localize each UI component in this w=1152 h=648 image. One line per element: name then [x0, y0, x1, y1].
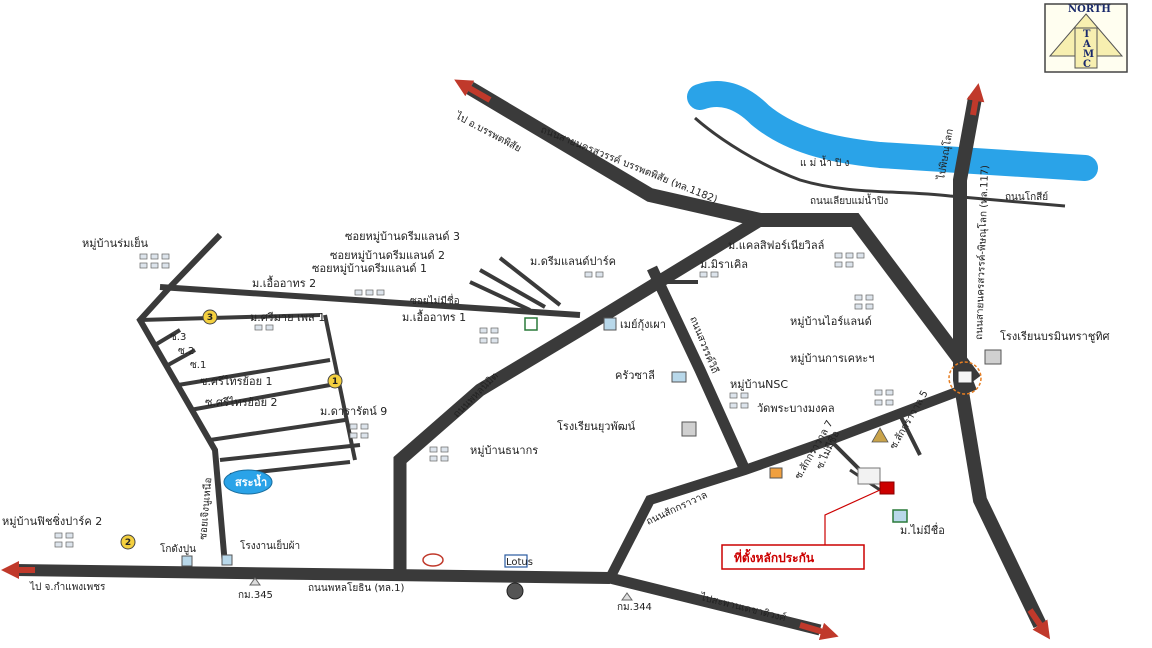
label-soi-mai-mi-chue: ซอยไม่มีชื่อ [410, 293, 460, 307]
place-kruasali: ครัวซาลี [615, 369, 655, 382]
place-km-345: กม.345 [238, 590, 273, 601]
lotus-icon [504, 554, 528, 568]
compass-letter-a: A [1082, 39, 1091, 50]
place-srimai: ม.ศรีมาย เพส 1 [250, 311, 325, 324]
marker-1-label: 1 [332, 377, 338, 387]
compass-letter-t: T [1083, 29, 1091, 40]
place-km-344: กม.344 [617, 602, 652, 613]
place-fishing-park: หมู่บ้านฟิชชิ่งปาร์ค 2 [2, 513, 102, 528]
km-344-icon [621, 592, 633, 601]
shop-orange-icon [769, 467, 783, 479]
place-factory: โรงงานเย็บผ้า [240, 538, 300, 552]
house-clusters [54, 252, 894, 548]
place-warehouse: โกดังปูน [160, 542, 196, 555]
factory-icon [221, 554, 233, 566]
place-dreamland-park: ม.ดรีมแลนด์ปาร์ค [530, 255, 616, 268]
arrow-to-banphot [454, 79, 492, 103]
place-thanakorn: หมู่บ้านธนากร [470, 444, 538, 457]
marker-3-label: 3 [207, 313, 213, 323]
arrow-to-bridge [799, 622, 839, 641]
road-network [14, 81, 1047, 636]
collateral-label-box [721, 544, 865, 570]
pond-label: สระน้ำ [235, 474, 267, 489]
compass-box: NORTH T A M C [1044, 3, 1128, 73]
label-srithai-1: ซ.ศรีไทรย้อย 1 [200, 375, 273, 388]
label-dreamland-1: ซอยหมู่บ้านดรีมแลนด์ 1 [312, 262, 427, 275]
arrow-to-phitsanulok [966, 83, 985, 116]
label-phitsanulok-road: ถนนสายนครสวรรค์-พิษณุโลก (ทล.117) [972, 165, 991, 340]
place-mai-mi-chue: ม.ไม่มีชื่อ [900, 522, 945, 537]
pond [223, 469, 273, 495]
marker-2-label: 2 [125, 538, 131, 548]
label-dreamland-3: ซอยหมู่บ้านดรีมแลนด์ 3 [345, 230, 460, 243]
label-dreamland-2: ซอยหมู่บ้านดรีมแลนด์ 2 [330, 249, 445, 262]
place-classic: ม.แคลสิฟอร์เนียวิลล์ [728, 239, 824, 252]
temple-icon [871, 427, 889, 443]
place-muang-thong: เมย์กุ้งเผา [620, 318, 666, 331]
river-label: แ ม่ น้ำ ปิ ง [800, 155, 850, 169]
place-romyen: หมู่บ้านร่มเย็น [82, 236, 149, 250]
restaurant-icon [671, 371, 687, 383]
place-island: หมู่บ้านไอร์แลนด์ [790, 315, 872, 328]
label-phahon-nimit: ถนนพหลนิมิต [451, 371, 500, 420]
shop-icon [603, 317, 617, 331]
label-soi-2: ซ.2 [178, 346, 194, 357]
pin-leader-line [824, 489, 881, 545]
school-yupa-icon [681, 421, 697, 437]
place-uea-arthorn-1: ม.เอื้ออาทร 1 [402, 309, 466, 324]
village-icon [892, 509, 908, 523]
place-school-yupa: โรงเรียนยุวพัฒน์ [557, 419, 636, 433]
marker-3 [202, 309, 218, 325]
ping-river [687, 81, 1098, 181]
arrow-highway-south [1027, 608, 1051, 640]
place-school-bamrung: โรงเรียนบรมินทราชูทิศ [1000, 329, 1110, 343]
place-mirakle: ม.มิราเคิล [700, 258, 748, 271]
label-phahonyothin: ถนนพหลโยธิน (ทล.1) [308, 581, 405, 594]
marker-1 [327, 373, 343, 389]
lotus-label: Lotus [506, 557, 533, 568]
label-riverside-road: ถนนเลียบแม่น้ำปิง [810, 193, 888, 207]
place-uea-arthorn-2: ม.เอื้ออาทร 2 [252, 275, 316, 290]
collateral-label: ที่ตั้งหลักประกัน [734, 548, 815, 565]
traffic-light-icon [957, 370, 973, 384]
seven-eleven-icon [524, 317, 538, 331]
label-to-kamphaeng: ไป จ.กำแพงเพชร [29, 581, 106, 593]
label-soi-1: ซ.1 [190, 360, 206, 371]
intersection-marker [948, 361, 982, 395]
marker-2 [120, 534, 136, 550]
warehouse-icon [181, 555, 193, 567]
place-wat: วัดพระบางมงคล [757, 402, 835, 415]
label-soi-3: ซ.3 [170, 332, 186, 343]
label-srithai-2: ซ.ศรีไทรย้อย 2 [205, 396, 278, 409]
label-kosi-road: ถนนโกสีย์ [1005, 190, 1048, 203]
compass-north: NORTH [1068, 4, 1111, 15]
compass-letter-c: C [1083, 59, 1091, 70]
school-bamrung-icon [984, 349, 1002, 365]
label-sawankhalok-road: ถนนสายนครสวรรค์ บรรพตพิสัย (ทล.1182) [539, 124, 719, 206]
roundabout-icon [506, 582, 524, 600]
place-karaket: หมู่บ้านการเคหะฯ [790, 352, 874, 365]
collateral-plot-outline [857, 467, 881, 485]
km-345-icon [249, 577, 261, 586]
compass-letter-m: M [1083, 49, 1094, 60]
place-kararat: ม.ดารารัตน์ 9 [320, 405, 387, 418]
collateral-location-marker[interactable] [879, 481, 895, 495]
toyota-icon [422, 553, 444, 567]
label-jaeng-nuea: ซอยเจิงนูเหนือ [197, 477, 214, 540]
place-nsc: หมู่บ้านNSC [730, 378, 788, 391]
